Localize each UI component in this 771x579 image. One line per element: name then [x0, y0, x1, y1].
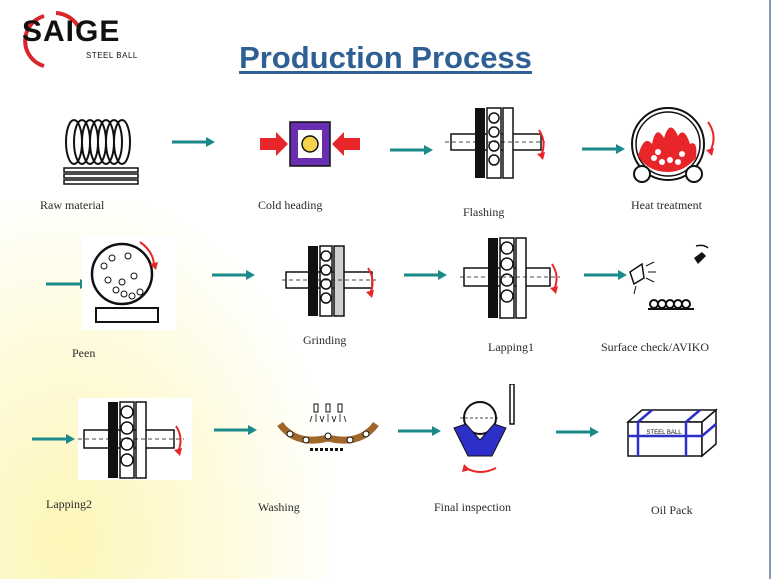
- flow-arrow: [214, 425, 257, 435]
- inspection-lamp-icon: [629, 244, 709, 310]
- step-label-final-inspection: Final inspection: [434, 500, 511, 514]
- step-label-flashing: Flashing: [463, 205, 505, 219]
- step-label-surface-check: Surface check/AVIKO: [601, 340, 710, 354]
- logo-subtitle: STEEL BALL: [86, 51, 138, 60]
- step-label-lapping1: Lapping1: [488, 340, 534, 354]
- flow-arrow: [582, 144, 625, 154]
- step-label-raw-material: Raw material: [40, 198, 105, 212]
- flow-arrow: [584, 270, 627, 280]
- furnace-icon: [631, 107, 715, 183]
- peen-drum-icon: [82, 236, 176, 330]
- wire-coil-icon: [63, 119, 139, 185]
- step-label-grinding: Grinding: [303, 333, 347, 347]
- flow-arrow: [212, 270, 255, 280]
- lapping-plates-icon: [460, 237, 560, 319]
- step-label-lapping2: Lapping2: [46, 497, 92, 511]
- plate-rolling-icon: [445, 107, 545, 179]
- flow-arrow: [556, 427, 599, 437]
- flow-arrow: [390, 145, 433, 155]
- flow-arrow: [404, 270, 447, 280]
- step-label-oil-pack: Oil Pack: [651, 503, 693, 517]
- lapping-plates-icon: [78, 398, 192, 480]
- slide-border: [769, 0, 771, 579]
- grinding-plates-icon: [282, 245, 376, 317]
- washing-conveyor-icon: [277, 403, 379, 451]
- logo-brand: SAIGE: [22, 15, 121, 48]
- page-title: Production Process: [239, 40, 532, 75]
- flow-arrow: [398, 426, 441, 436]
- flow-arrow: [172, 137, 215, 147]
- saige-logo: [23, 11, 80, 68]
- step-label-heat-treatment: Heat treatment: [631, 198, 702, 212]
- packed-box-icon: STEEL BALL: [625, 408, 719, 458]
- step-label-peen: Peen: [72, 346, 96, 360]
- box-label: STEEL BALL: [646, 430, 682, 436]
- flow-arrow: [32, 434, 75, 444]
- ball-gauge-icon: [453, 384, 515, 473]
- die-press-icon: [260, 121, 360, 167]
- step-label-washing: Washing: [258, 500, 300, 514]
- step-label-cold-heading: Cold heading: [258, 198, 323, 212]
